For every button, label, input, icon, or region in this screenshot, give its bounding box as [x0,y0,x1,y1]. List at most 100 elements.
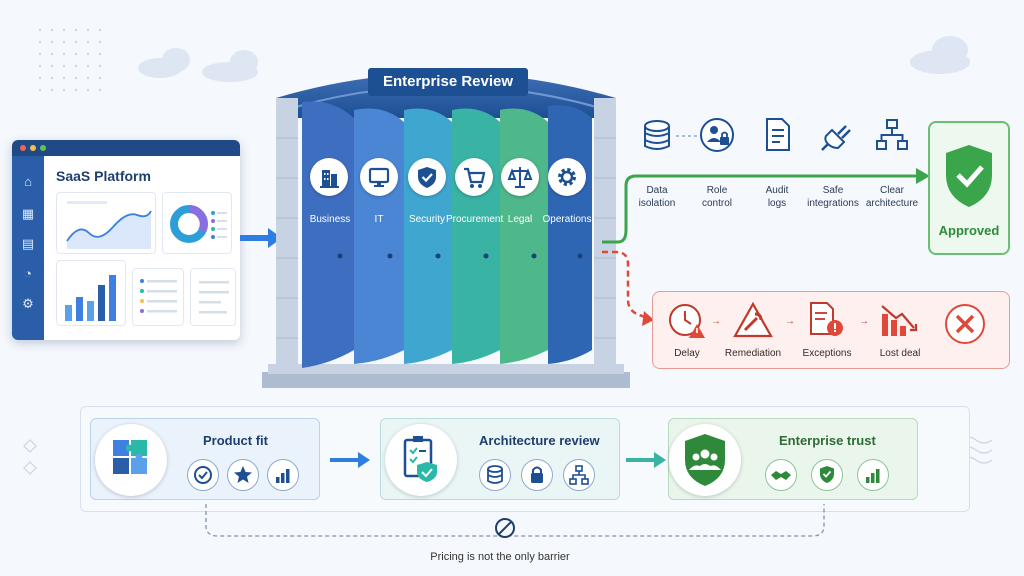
gate-title: Enterprise Review [368,68,528,96]
door-label-procurement: Procurement [446,214,504,225]
cart-icon [464,167,486,188]
close-dot[interactable] [20,145,26,151]
scales-icon [507,167,533,188]
list-icon [140,279,177,313]
check-safe-integrations: Safe integrations [798,184,868,210]
bar-chart-card [56,260,126,326]
barrier-line [205,504,825,537]
star-icon [227,459,259,491]
check-circle-icon [187,459,219,491]
flow-lines [602,168,930,326]
door-procurement[interactable] [455,158,493,196]
saas-sidebar: ⌂ ▦ ▤ ◔ ⚙ [12,156,44,340]
arrow-glyph: → [785,316,795,327]
home-icon[interactable]: ⌂ [24,174,32,189]
puzzle-icon [95,424,167,496]
building-icon [320,170,339,188]
window-titlebar [12,140,240,156]
door-operations[interactable] [548,158,586,196]
saas-platform-window: ⌂ ▦ ▤ ◔ ⚙ SaaS Platform [12,140,240,340]
failure-label-remediation: Remediation [724,348,782,359]
clipboard-shield-icon [385,424,457,496]
dashed-connector [676,135,702,137]
chart-down-icon [881,305,918,336]
bar-chart-icon [857,459,889,491]
donut-chart-icon [170,205,227,243]
saas-title: SaaS Platform [56,168,151,184]
check-line2: control [701,198,732,209]
check-line1: Data [646,185,668,196]
list-card [132,268,184,326]
database-icon [644,120,670,150]
door-business[interactable] [310,158,348,196]
shield-team-icon [669,424,741,496]
approved-label: Approved [938,223,1000,238]
stage-architecture-review: Architecture review [380,418,620,500]
text-card [190,268,236,326]
chart-icon[interactable]: ▤ [21,236,35,251]
failure-path-box: → → → Delay Remediation Exceptions Lost … [652,291,1010,369]
failure-label-delay: Delay [674,348,700,359]
maximize-dot[interactable] [40,145,46,151]
gear-icon [558,168,576,186]
clock-warning-icon [669,304,705,338]
arrow-icon [626,452,666,468]
check-line2: logs [767,198,787,209]
shield-check-icon [418,167,436,188]
minimize-dot[interactable] [30,145,36,151]
door-it[interactable] [360,158,398,196]
check-clear-architecture: Clear architecture [857,184,927,210]
wrench-warning-icon [733,301,773,338]
arrow-into-gate-icon [240,228,282,248]
pie-icon[interactable]: ◔ [24,266,32,281]
check-line1: Clear [880,185,904,196]
shield-check-icon [811,459,843,491]
door-label-it: IT [374,214,384,225]
arrow-icon [330,452,370,468]
prohibited-icon [495,518,515,538]
document-icon [766,118,790,151]
stage-title: Architecture review [479,433,600,448]
door-label-operations: Operations [542,214,592,225]
database-icon [479,459,511,491]
door-label-business: Business [309,214,351,225]
stage-product-fit: Product fit [90,418,320,500]
bar-chart-icon [267,459,299,491]
door-legal[interactable] [501,158,539,196]
approved-box: Approved [928,121,1010,255]
stage-enterprise-trust: Enterprise trust [668,418,918,500]
check-line1: Audit [765,185,789,196]
hierarchy-icon [876,119,908,150]
stage-title: Enterprise trust [779,433,876,448]
monitor-icon [368,167,390,187]
check-line2: integrations [807,198,859,209]
barrier-label: Pricing is not the only barrier [430,551,570,563]
plug-icon [821,125,851,151]
arrow-glyph: → [859,316,869,327]
hierarchy-icon [563,459,595,491]
gear-icon[interactable]: ⚙ [22,296,34,311]
check-line2: isolation [638,198,676,209]
check-line1: Safe [822,185,844,196]
line-chart-icon [66,201,152,249]
check-data-isolation: Data isolation [622,184,692,210]
handshake-icon [765,459,797,491]
door-security[interactable] [408,158,446,196]
grid-icon[interactable]: ▦ [21,206,35,221]
check-audit-logs: Audit logs [742,184,812,210]
donut-chart-card [162,192,232,254]
shield-check-icon [946,145,992,207]
check-role-control: Role control [682,184,752,210]
check-line2: architecture [865,198,919,209]
stage-title: Product fit [203,433,268,448]
check-line1: Role [706,185,728,196]
bar-chart-icon [65,275,116,321]
failure-label-exceptions: Exceptions [802,348,852,359]
arrow-glyph: → [711,316,721,327]
cross-circle-icon [945,304,985,344]
document-alert-icon [810,302,843,336]
door-label-legal: Legal [507,214,533,225]
lock-icon [521,459,553,491]
text-lines-icon [199,281,229,314]
